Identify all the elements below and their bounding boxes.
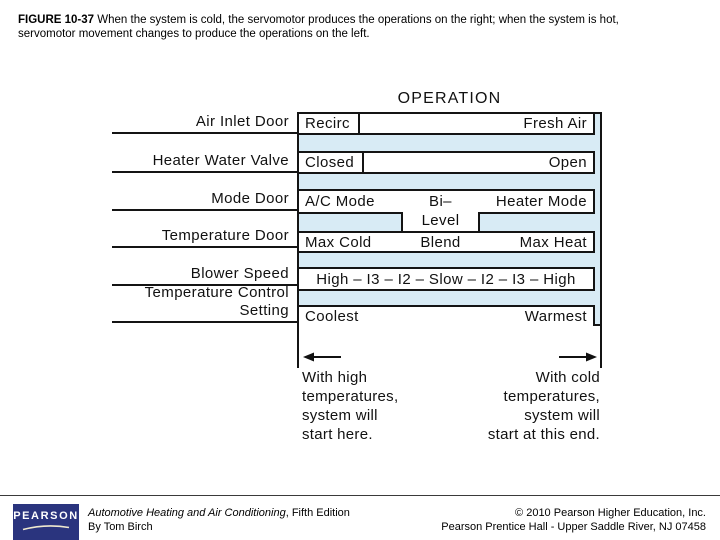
annotation-line: temperatures, — [503, 388, 600, 405]
diagram-title: OPERATION — [397, 90, 502, 107]
annotation-line: start at this end. — [487, 426, 600, 443]
row-air-inlet-door: Recirc Fresh Air — [297, 112, 595, 135]
cell-ac-mode: A/C Mode — [305, 193, 375, 210]
label-temp-control-line2: Setting — [239, 302, 289, 319]
copyright-notice: © 2010 Pearson Higher Education, Inc. Pe… — [441, 506, 706, 534]
cell-bi: Bi– — [429, 193, 452, 210]
annotation-high-temperatures: With high temperatures, system will star… — [302, 368, 398, 444]
label-temperature-door: Temperature Door — [112, 227, 297, 248]
cell-max-cold: Max Cold — [305, 233, 372, 251]
arrow-right-icon — [558, 350, 598, 369]
label-air-inlet-door: Air Inlet Door — [112, 113, 297, 134]
annotation-line: system will — [524, 407, 600, 424]
figure-label: FIGURE 10-37 — [18, 14, 95, 26]
book-title-edition: , Fifth Edition — [285, 507, 350, 519]
row-temp-control-setting: Coolest Warmest — [297, 305, 595, 326]
cell-level: Level — [403, 212, 478, 231]
split-row-right-band — [478, 212, 595, 231]
cell-max-heat: Max Heat — [519, 233, 587, 251]
pearson-swoosh-icon — [22, 525, 70, 531]
cell-coolest: Coolest — [305, 308, 359, 325]
annotation-line: system will — [302, 407, 378, 424]
cell-closed: Closed — [299, 153, 364, 172]
label-temperature-control-setting: Temperature Control Setting — [112, 284, 297, 323]
annotation-line: temperatures, — [302, 388, 399, 405]
operation-table: Recirc Fresh Air Closed Open A/C Mode Bi… — [297, 112, 602, 326]
label-mode-door: Mode Door — [112, 190, 297, 211]
cell-fresh-air: Fresh Air — [523, 115, 587, 132]
footer-divider — [0, 495, 720, 496]
cell-blower-speeds: High – I3 – I2 – Slow – I2 – I3 – High — [316, 270, 576, 288]
pearson-logo-text: PEARSON — [13, 510, 79, 522]
label-heater-water-valve: Heater Water Valve — [112, 152, 297, 173]
book-title-name: Automotive Heating and Air Conditioning — [88, 507, 286, 519]
annotation-line: With cold — [535, 369, 600, 386]
book-info: Automotive Heating and Air Conditioning,… — [88, 506, 350, 534]
row-temperature-door: Max Cold Blend Max Heat — [297, 231, 595, 253]
pearson-logo: PEARSON — [13, 504, 79, 540]
annotation-line: With high — [302, 369, 368, 386]
annotation-cold-temperatures: With cold temperatures, system will star… — [440, 368, 600, 444]
label-temp-control-line1: Temperature Control — [144, 284, 289, 301]
cell-heater-mode: Heater Mode — [495, 193, 587, 210]
row-blower-speed: High – I3 – I2 – Slow – I2 – I3 – High — [297, 267, 595, 291]
row-mode-door: A/C Mode Bi– Heater Mode — [297, 189, 595, 212]
copyright-line1: © 2010 Pearson Higher Education, Inc. — [515, 507, 706, 519]
row-heater-water-valve: Closed Open — [297, 151, 595, 174]
cell-open: Open — [548, 154, 587, 171]
split-row-left-band — [297, 212, 403, 231]
figure-caption: FIGURE 10-37 When the system is cold, th… — [18, 13, 690, 41]
label-blower-speed: Blower Speed — [112, 265, 297, 286]
table-side-extensions — [297, 326, 602, 368]
cell-blend: Blend — [420, 233, 461, 251]
cell-warmest: Warmest — [524, 308, 587, 325]
copyright-line2: Pearson Prentice Hall - Upper Saddle Riv… — [441, 521, 706, 533]
book-title: Automotive Heating and Air Conditioning,… — [88, 506, 350, 520]
annotation-line: start here. — [302, 426, 373, 443]
arrow-left-icon — [302, 350, 342, 369]
cell-recirc: Recirc — [299, 114, 360, 133]
caption-line1: When the system is cold, the servomotor … — [97, 14, 619, 26]
book-author: By Tom Birch — [88, 521, 153, 533]
caption-line2: servomotor movement changes to produce t… — [18, 28, 370, 40]
